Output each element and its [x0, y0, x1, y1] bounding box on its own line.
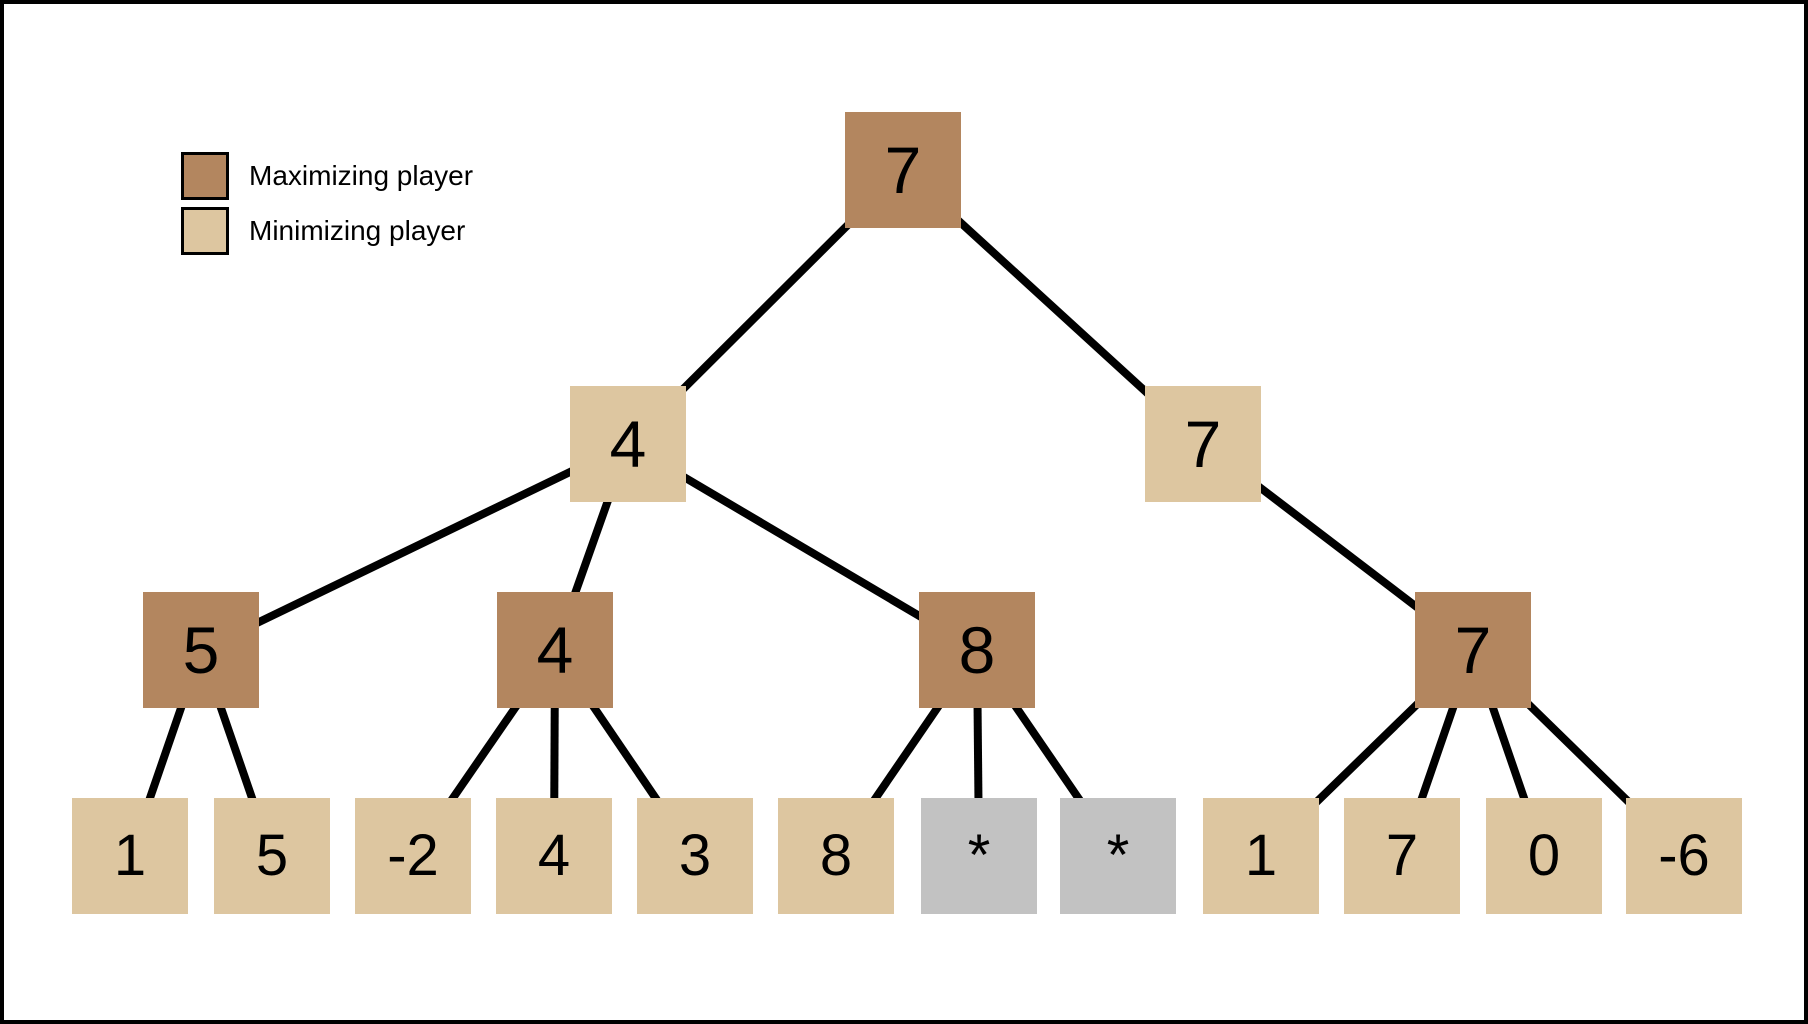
- legend-swatch-maximizing-icon: [181, 152, 229, 200]
- legend-label-maximizing: Maximizing player: [249, 160, 474, 191]
- tree-node-min-leaf: -2: [355, 798, 471, 914]
- tree-edge: [199, 440, 630, 654]
- tree-node-min: 4: [570, 386, 686, 502]
- tree-node-min-leaf: 7: [1344, 798, 1460, 914]
- tree-node-pruned-leaf: *: [921, 798, 1037, 914]
- tree-edge: [625, 440, 980, 654]
- legend-swatch-minimizing-icon: [181, 207, 229, 255]
- tree-node-max: 7: [845, 112, 961, 228]
- tree-node-min-leaf: 1: [72, 798, 188, 914]
- tree-node-min-leaf: 1: [1203, 798, 1319, 914]
- tree-node-max: 4: [497, 592, 613, 708]
- legend-label-minimizing: Minimizing player: [249, 215, 466, 246]
- legend-item-minimizing: Minimizing player: [181, 207, 473, 255]
- legend-item-maximizing: Maximizing player: [181, 152, 473, 200]
- tree-node-min-leaf: 3: [637, 798, 753, 914]
- tree-node-min-leaf: 0: [1486, 798, 1602, 914]
- tree-node-max: 7: [1415, 592, 1531, 708]
- tree-node-min-leaf: 5: [214, 798, 330, 914]
- tree-node-pruned-leaf: *: [1060, 798, 1176, 914]
- tree-node-min-leaf: 4: [496, 798, 612, 914]
- tree-node-min: 7: [1145, 386, 1261, 502]
- tree-node-min-leaf: -6: [1626, 798, 1742, 914]
- tree-node-max: 8: [919, 592, 1035, 708]
- tree-node-max: 5: [143, 592, 259, 708]
- legend: Maximizing player Minimizing player: [181, 152, 473, 262]
- tree-node-min-leaf: 8: [778, 798, 894, 914]
